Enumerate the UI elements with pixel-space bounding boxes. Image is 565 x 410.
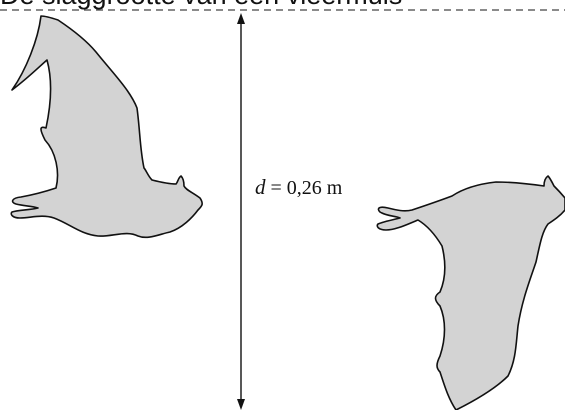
- distance-label: d = 0,26 m: [255, 175, 343, 199]
- bat-wings-up: [10, 15, 203, 239]
- arrow-head-down-icon: [237, 399, 245, 410]
- arrow-head-up-icon: [237, 13, 245, 24]
- distance-value: = 0,26 m: [266, 177, 343, 199]
- diagram-caption: De slaggrootte van een vleermuis: [0, 0, 402, 10]
- bat-wings-down: [376, 175, 565, 410]
- distance-variable: d: [255, 175, 266, 199]
